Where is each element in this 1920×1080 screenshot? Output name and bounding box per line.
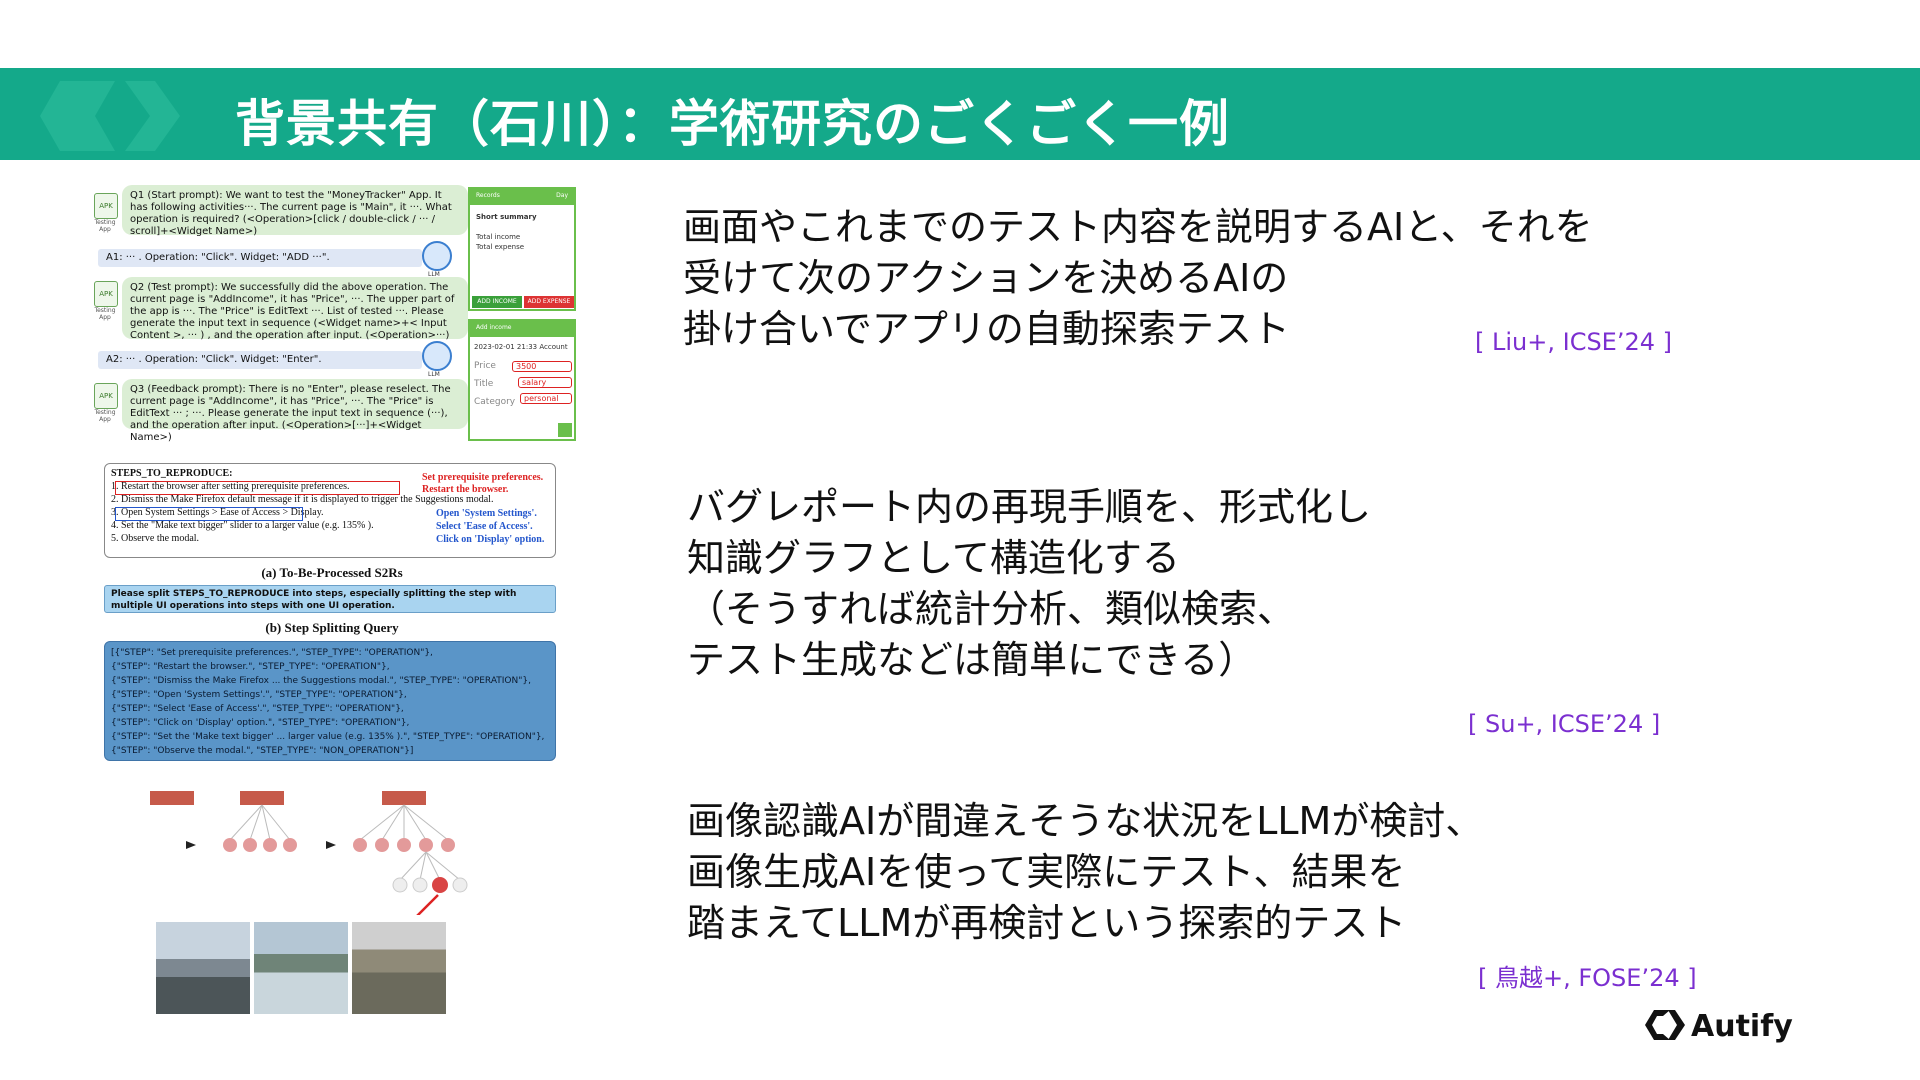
split-query: Please split STEPS_TO_REPRODUCE into ste… [104, 585, 556, 613]
figure-image-generation-tree [150, 785, 530, 1020]
paragraph-2-line: 知識グラフとして構造化する [687, 536, 1180, 580]
annot-blue-1: Open 'System Settings'. [436, 508, 537, 519]
figure-s2r-splitting: STEPS_TO_REPRODUCE: 1. Restart the brows… [104, 463, 560, 763]
paragraph-1-line: 受けて次のアクションを決めるAIの [683, 256, 1289, 300]
llm-icon [422, 241, 452, 271]
date-text: 2023-02-01 21:33 Account [474, 343, 568, 351]
exploration-tree-diagram [150, 791, 468, 934]
q1-prompt: Q1 (Start prompt): We want to test the "… [122, 185, 468, 237]
json-line: {"STEP": "Select 'Ease of Access'.", "ST… [111, 704, 404, 714]
apk-icon-3: APK [94, 383, 118, 409]
citation-1: [ Liu+, ICSE’24 ] [1475, 328, 1673, 356]
q3-prompt: Q3 (Feedback prompt): There is no "Enter… [122, 379, 468, 443]
apk-icon: APK [94, 193, 118, 219]
citation-3: [ 鳥越+, FOSE’24 ] [1478, 964, 1697, 992]
testing-app-label: Testing App [94, 219, 116, 233]
caption-b: (b) Step Splitting Query [265, 620, 399, 635]
json-output: [{"STEP": "Set prerequisite preferences.… [104, 641, 556, 761]
generated-image-2 [254, 922, 348, 1014]
paragraph-2-line: バグレポート内の再現手順を、形式化し [687, 485, 1372, 529]
add-expense-button: ADD EXPENSE [524, 296, 574, 308]
paragraph-1-line: 掛け合いでアプリの自動探索テスト [683, 307, 1290, 351]
paragraph-2: バグレポート内の再現手順を、形式化し 知識グラフとして構造化する （そうすれば統… [687, 482, 1371, 686]
add-income-button: ADD INCOME [472, 296, 522, 308]
step1-highlight [115, 481, 400, 495]
category-value: personal [520, 393, 572, 404]
annot-red-1: Set prerequisite preferences. [422, 472, 544, 483]
s2r-step: 2. Dismiss the Make Firefox default mess… [111, 494, 494, 505]
q2-prompt: Q2 (Test prompt): We successfully did th… [122, 277, 468, 341]
short-summary: Short summary [476, 213, 537, 221]
price-field: Price [474, 361, 496, 371]
generated-image-3 [352, 922, 446, 1014]
paragraph-3-line: 画像認識AIが間違えそうな状況をLLMが検討、 [687, 799, 1484, 843]
llm-label-2: LLM [428, 371, 440, 378]
annot-blue-3: Click on 'Display' option. [436, 534, 545, 545]
annot-red-2: Restart the browser. [422, 484, 509, 495]
s2r-heading: STEPS_TO_REPRODUCE: [111, 468, 233, 479]
title-field: Title [474, 379, 494, 389]
json-line: {"STEP": "Dismiss the Make Firefox ... t… [111, 676, 531, 686]
llm-label: LLM [428, 271, 440, 278]
s2r-step: 4. Set the "Make text bigger" slider to … [111, 520, 374, 531]
autify-logo: Autify [1643, 1007, 1793, 1047]
caption-a: (a) To-Be-Processed S2Rs [261, 565, 403, 580]
json-line: {"STEP": "Observe the modal.", "STEP_TYP… [111, 746, 414, 756]
autify-chevron-watermark-icon [40, 81, 180, 151]
category-field: Category [474, 397, 516, 407]
paragraph-1: 画面やこれまでのテスト内容を説明するAIと、それを 受けて次のアクションを決める… [683, 202, 1593, 355]
paragraph-1-line: 画面やこれまでのテスト内容を説明するAIと、それを [683, 205, 1593, 249]
testing-app-label-3: Testing App [94, 409, 116, 423]
total-expense: Total expense [476, 243, 525, 251]
paragraph-2-line: テスト生成などは簡単にできる） [687, 638, 1257, 682]
s2r-step: 3. Open System Settings > Ease of Access… [111, 507, 324, 518]
json-line: {"STEP": "Open 'System Settings'.", "STE… [111, 690, 407, 700]
total-income: Total income [476, 233, 521, 241]
testing-app-label-2: Testing App [94, 307, 116, 321]
title-value: salary [518, 377, 572, 388]
paragraph-2-line: （そうすれば統計分析、類似検索、 [687, 587, 1296, 631]
json-line: {"STEP": "Restart the browser.", "STEP_T… [111, 662, 390, 672]
confirm-icon [558, 423, 572, 437]
s2r-step: 5. Observe the modal. [111, 533, 200, 544]
json-line: {"STEP": "Click on 'Display' option.", "… [111, 718, 410, 728]
figure-app-exploration: APK Testing App Q1 (Start prompt): We wa… [92, 185, 576, 443]
autify-logo-icon [1645, 1010, 1685, 1040]
header-banner: 背景共有（石川）：学術研究のごくごく一例 [0, 68, 1920, 160]
annot-blue-2: Select 'Ease of Access'. [436, 521, 533, 532]
paragraph-3-line: 踏まえてLLMが再検討という探索的テスト [687, 901, 1407, 945]
generated-image-1 [156, 922, 250, 1014]
citation-2: [ Su+, ICSE’24 ] [1468, 710, 1661, 738]
a1-answer: A1: ··· . Operation: "Click". Widget: "A… [98, 249, 422, 267]
price-value: 3500 [512, 361, 572, 372]
llm-icon-2 [422, 341, 452, 371]
step3-highlight [115, 507, 303, 521]
s2r-box: STEPS_TO_REPRODUCE: 1. Restart the brows… [104, 463, 556, 558]
a2-answer: A2: ··· . Operation: "Click". Widget: "E… [98, 351, 422, 369]
json-line: {"STEP": "Set the 'Make text bigger' ...… [111, 732, 545, 742]
paragraph-3-line: 画像生成AIを使って実際にテスト、結果を [687, 850, 1406, 894]
page-title: 背景共有（石川）：学術研究のごくごく一例 [235, 95, 1230, 153]
s2r-step: 1. Restart the browser after setting pre… [111, 481, 350, 492]
phone-bar-2: Add income [470, 321, 574, 337]
json-line: [{"STEP": "Set prerequisite preferences.… [111, 648, 433, 658]
apk-icon-2: APK [94, 281, 118, 307]
phone-screen-add-income: Add income 2023-02-01 21:33 Account Pric… [468, 319, 576, 441]
autify-wordmark: Autify [1691, 1009, 1793, 1044]
paragraph-3: 画像認識AIが間違えそうな状況をLLMが検討、 画像生成AIを使って実際にテスト… [687, 796, 1483, 949]
